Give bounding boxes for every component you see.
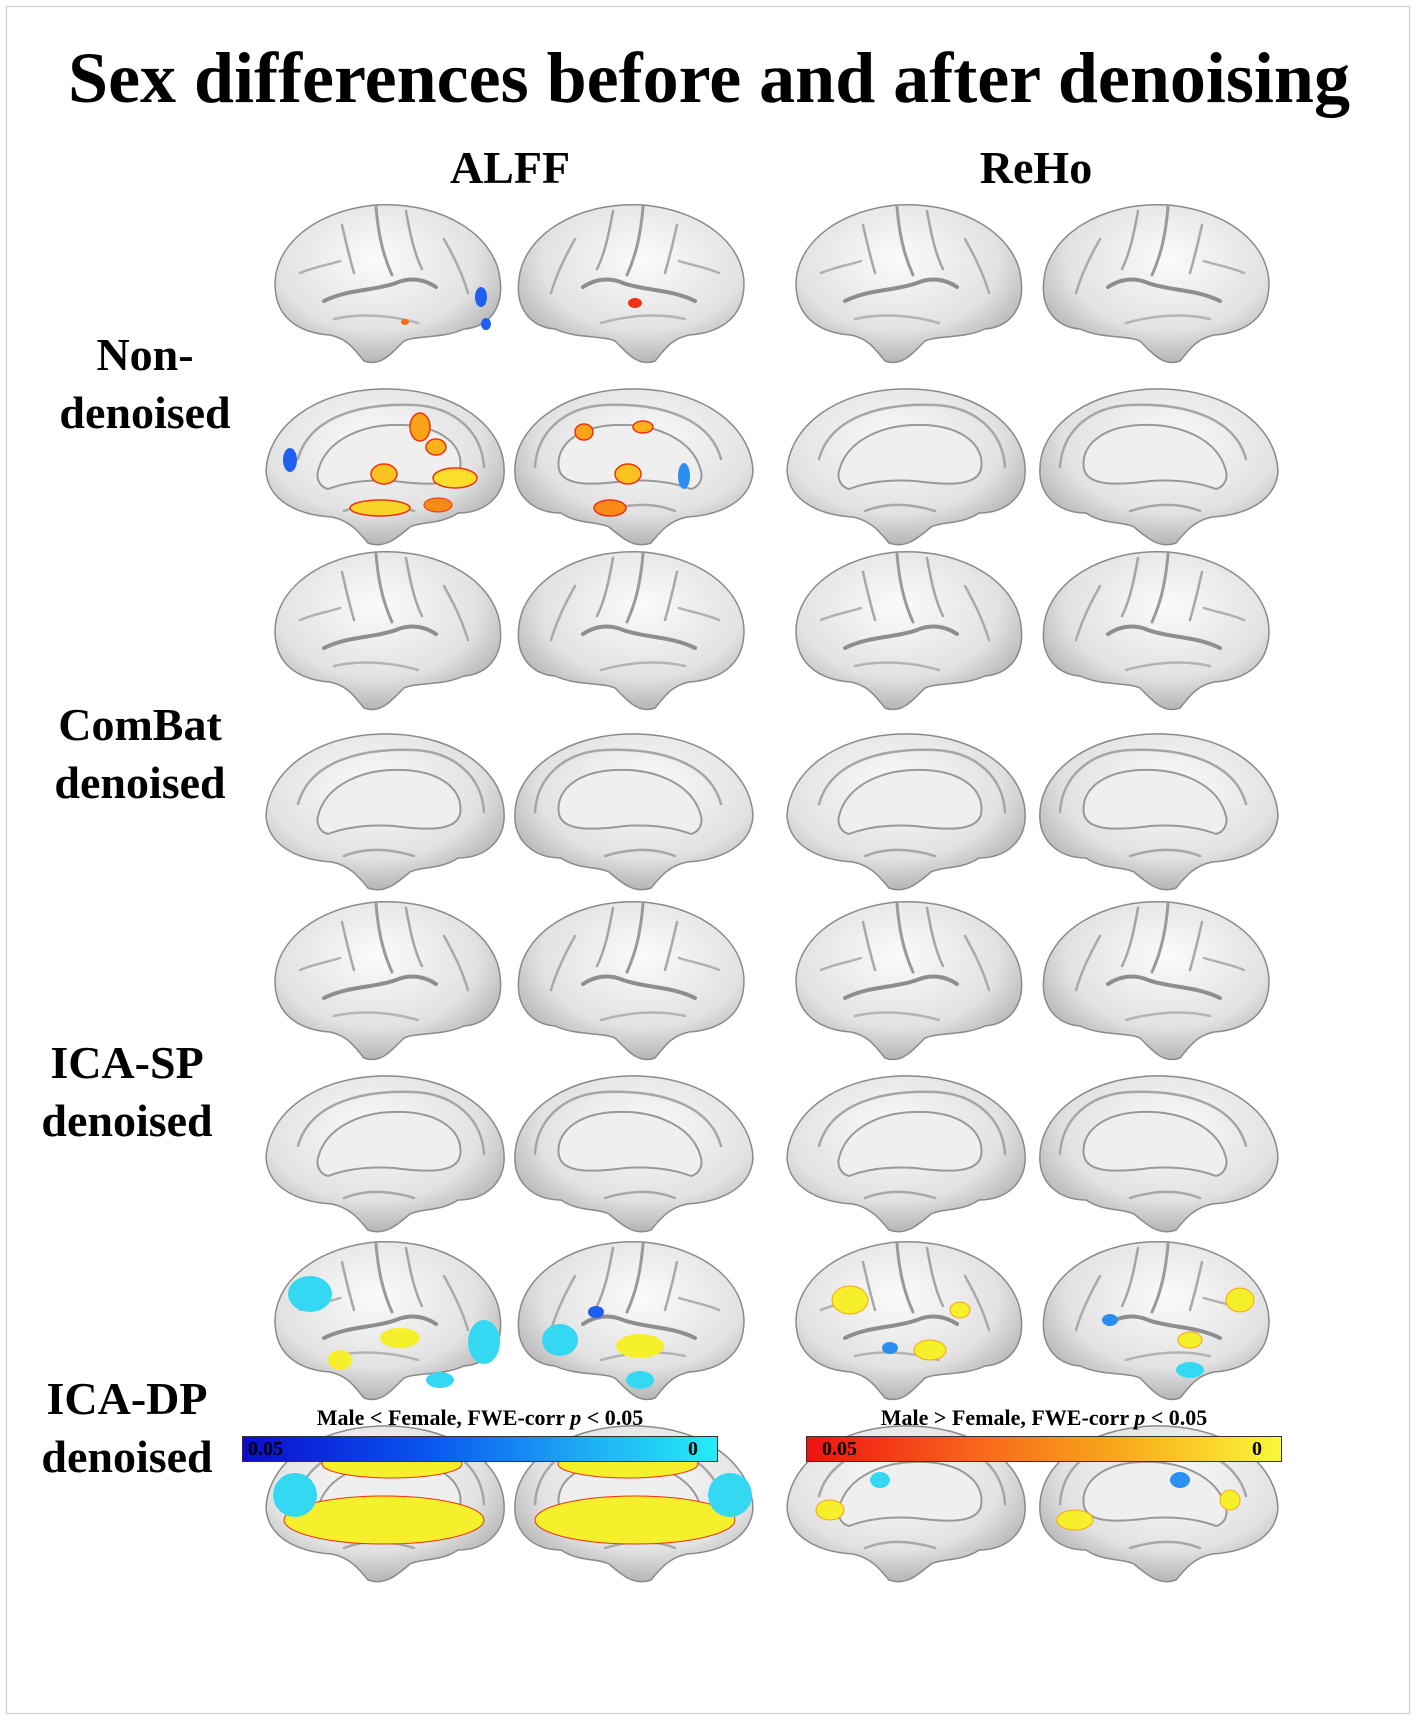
brain-reho-icasp-medial-right bbox=[1038, 1074, 1280, 1234]
brain-alff-nondenoised-lateral-left bbox=[273, 202, 503, 365]
colorbar-blue-min-label: 0.05 bbox=[248, 1438, 283, 1460]
row-label-combat-denoised: ComBat denoised bbox=[54, 699, 226, 808]
colorbar-title-male-gt-female: Male > Female, FWE-corr p < 0.05 bbox=[880, 1405, 1208, 1430]
brain-reho-combat-medial-right bbox=[1038, 732, 1280, 892]
column-title-reho: ReHo bbox=[979, 142, 1093, 193]
figure-border bbox=[6, 6, 1410, 1714]
row-label-ica-sp-denoised: ICA-SP denoised bbox=[41, 1037, 213, 1146]
brain-alff-combat-medial-right bbox=[513, 732, 755, 892]
brain-reho-icasp-medial-left bbox=[785, 1074, 1027, 1234]
brain-reho-icasp-lateral-right bbox=[1041, 899, 1271, 1062]
brain-alff-nondenoised-lateral-right bbox=[516, 202, 746, 365]
activation-icadp-reho bbox=[815, 1285, 1255, 1531]
brain-alff-icasp-medial-right bbox=[513, 1074, 755, 1234]
brain-reho-nondenoised-lateral-right bbox=[1041, 202, 1271, 365]
brain-reho-nondenoised-lateral-left bbox=[794, 202, 1024, 365]
brain-reho-icadp-lateral-right bbox=[1041, 1239, 1271, 1402]
brain-reho-combat-medial-left bbox=[785, 732, 1027, 892]
colorbar-male-lt-female bbox=[242, 1436, 718, 1462]
brain-reho-nondenoised-medial-left bbox=[785, 387, 1027, 547]
colorbar-title-male-lt-female: Male < Female, FWE-corr p < 0.05 bbox=[316, 1405, 644, 1430]
brain-alff-combat-medial-left bbox=[264, 732, 506, 892]
activation-nondenoised-alff bbox=[283, 287, 690, 517]
column-title-alff: ALFF bbox=[449, 142, 571, 193]
row-label-non-denoised: Non- denoised bbox=[59, 329, 231, 438]
brain-reho-icasp-lateral-left bbox=[794, 899, 1024, 1062]
colorbar-red-min-label: 0.05 bbox=[822, 1438, 857, 1460]
colorbar-blue-max-label: 0 bbox=[688, 1438, 698, 1460]
page-title: Sex differences before and after denoisi… bbox=[68, 38, 1350, 118]
brain-alff-icasp-lateral-left bbox=[273, 899, 503, 1062]
brain-alff-icadp-lateral-left bbox=[273, 1239, 503, 1402]
brain-alff-icasp-medial-left bbox=[264, 1074, 506, 1234]
brain-reho-combat-lateral-left bbox=[794, 549, 1024, 712]
brain-alff-icasp-lateral-right bbox=[516, 899, 746, 1062]
brain-reho-nondenoised-medial-right bbox=[1038, 387, 1280, 547]
row-label-ica-dp-denoised: ICA-DP denoised bbox=[41, 1373, 213, 1482]
brain-alff-combat-lateral-right bbox=[516, 549, 746, 712]
brain-alff-combat-lateral-left bbox=[273, 549, 503, 712]
brain-reho-icadp-lateral-left bbox=[794, 1239, 1024, 1402]
brain-reho-combat-lateral-right bbox=[1041, 549, 1271, 712]
colorbar-male-gt-female bbox=[806, 1436, 1282, 1462]
colorbar-red-max-label: 0 bbox=[1252, 1438, 1262, 1460]
